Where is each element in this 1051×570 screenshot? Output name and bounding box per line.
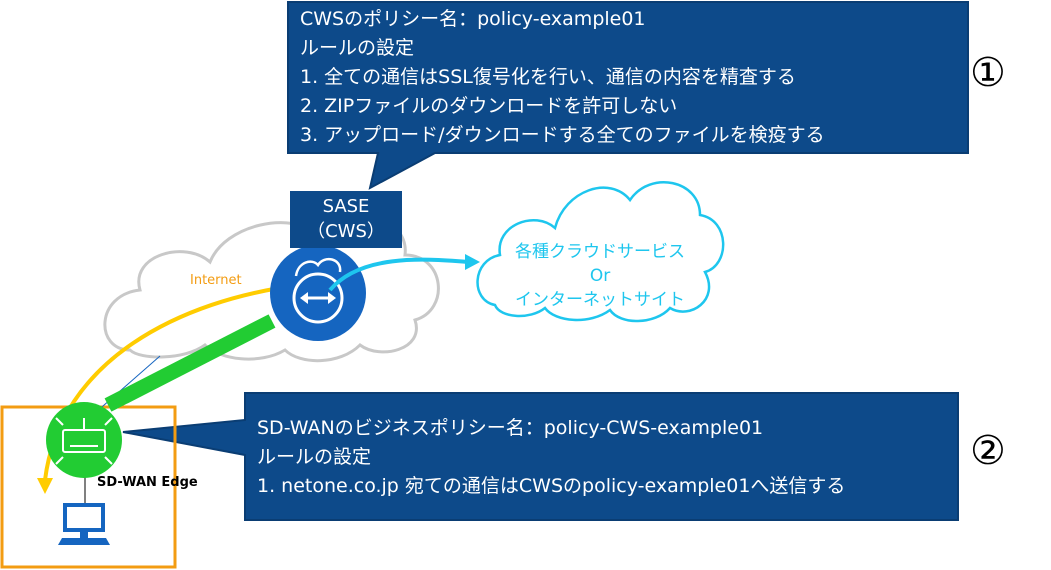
computer-icon [58, 503, 110, 545]
cloud-services-line1: 各種クラウドサービス [515, 242, 685, 262]
callout-1-line: 1. 全ての通信はSSL復号化を行い、通信の内容を精査する [300, 66, 796, 88]
cloud-services-line3: インターネットサイト [515, 290, 685, 310]
sd-wan-edge-label: SD-WAN Edge [97, 475, 198, 490]
callout-1-text: CWSのポリシー名：policy-example01 ルールの設定 1. 全ての… [300, 5, 825, 150]
callout-2-line: SD-WANのビジネスポリシー名：policy-CWS-example01 [257, 417, 764, 439]
sase-cws-node [270, 245, 366, 341]
yellow-arrow-head [37, 478, 53, 494]
cyan-traffic-path [328, 257, 469, 292]
cyan-arrow-head [465, 254, 480, 270]
callout-1-box [287, 1, 969, 190]
green-tunnel-path [104, 314, 276, 412]
callout-1-line: ルールの設定 [300, 37, 415, 59]
callout-1-line: CWSのポリシー名：policy-example01 [300, 8, 646, 30]
callout-1-line: 3. アップロード/ダウンロードする全てのファイルを検疫する [300, 124, 825, 146]
sase-label-line1: SASE [322, 196, 370, 217]
router-arrow-left-icon [300, 292, 308, 304]
cloud-services-cloud-icon [476, 181, 725, 323]
router-icon [292, 272, 344, 324]
callout-2-text: SD-WANのビジネスポリシー名：policy-CWS-example01 ルー… [257, 414, 845, 501]
sase-cloud-icon [294, 257, 342, 277]
callout-2-line: ルールの設定 [257, 446, 372, 468]
internet-label: Internet [190, 273, 242, 288]
marker-one: ① [970, 50, 1006, 96]
sase-label-box: SASE （CWS） [290, 191, 402, 248]
callout-2-box [122, 392, 959, 521]
sase-label-line2: （CWS） [307, 221, 385, 242]
connector-line [94, 355, 161, 414]
cloud-services-label: 各種クラウドサービス Or インターネットサイト [480, 240, 720, 312]
router-arrow-right-icon [328, 292, 336, 304]
callout-2-line: 1. netone.co.jp 宛ての通信はCWSのpolicy-example… [257, 475, 846, 497]
cloud-services-line2: Or [589, 266, 611, 286]
sd-wan-edge-node [46, 402, 122, 478]
marker-two: ② [970, 428, 1006, 474]
sd-wan-edge-icon [55, 417, 113, 465]
callout-1-line: 2. ZIPファイルのダウンロードを許可しない [300, 95, 678, 117]
